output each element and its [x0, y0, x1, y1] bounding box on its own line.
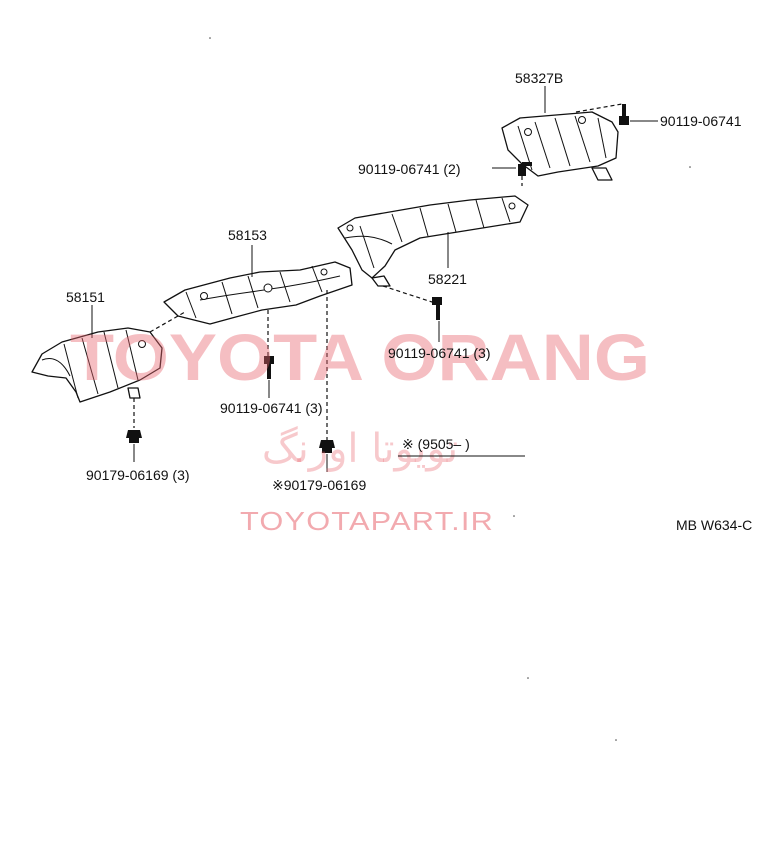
- diagram-code: MB W634-C: [676, 517, 752, 533]
- fastener-label-bolt-top-right: 90119-06741: [660, 113, 742, 129]
- fastener-label-bolt-58327B: 90119-06741 (2): [358, 161, 460, 177]
- part-label-58151: 58151: [66, 289, 105, 305]
- flange-nut-icon: [319, 440, 335, 453]
- watermark-persian: تویوتا اورنگ: [262, 426, 458, 472]
- part-label-58327B: 58327B: [515, 70, 563, 86]
- insulator-58153: [163, 261, 353, 325]
- fastener-label-bolt-58153: 90119-06741 (3): [220, 400, 322, 416]
- note-mark-range: ※ (9505– ): [402, 436, 470, 452]
- insulator-58327B: [501, 111, 619, 181]
- watermark-url: TOYOTAPART.IR: [240, 506, 494, 536]
- fastener-label-bolt-58221: 90119-06741 (3): [388, 345, 490, 361]
- flange-nut-icon: [126, 430, 142, 443]
- bolt-icon: [432, 297, 442, 320]
- watermark-brand: TOYOTA ORANG: [70, 320, 650, 394]
- bolt-icon: [518, 162, 532, 186]
- bolt-icon: [264, 356, 274, 379]
- part-label-58153: 58153: [228, 227, 267, 243]
- insulator-58151: [31, 327, 163, 403]
- part-label-58221: 58221: [428, 271, 467, 287]
- fastener-label-nut-marked: ※90179-06169: [272, 477, 366, 493]
- scan-specks: [209, 37, 691, 741]
- fastener-label-nut-58151: 90179-06169 (3): [86, 467, 190, 483]
- insulator-58221: [337, 195, 529, 287]
- bolt-icon: [619, 104, 629, 125]
